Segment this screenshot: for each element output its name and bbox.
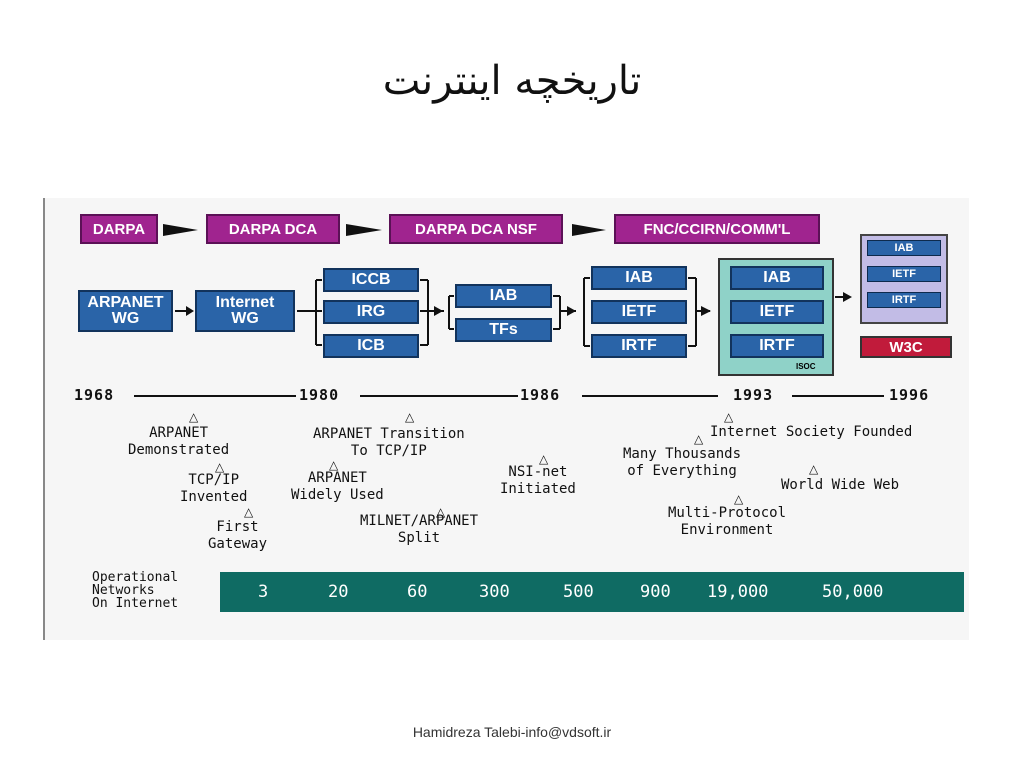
networks-value: 500 bbox=[563, 582, 594, 602]
networks-bar: 3 20 60 300 500 900 19,000 50,000 bbox=[220, 572, 964, 612]
delta-icon: △ bbox=[215, 460, 225, 474]
top-box-fnc: FNC/CCIRN/COMM'L bbox=[614, 214, 820, 244]
delta-icon: △ bbox=[189, 410, 199, 424]
top-arrow-2 bbox=[346, 224, 382, 236]
top-box-darpa-dca: DARPA DCA bbox=[206, 214, 340, 244]
delta-icon: △ bbox=[724, 410, 734, 424]
year-1986: 1986 bbox=[520, 386, 561, 404]
networks-value: 50,000 bbox=[822, 582, 884, 602]
event-first-gateway: First Gateway bbox=[208, 519, 268, 552]
top-box-darpa: DARPA bbox=[80, 214, 158, 244]
networks-value: 900 bbox=[640, 582, 671, 602]
delta-icon: △ bbox=[244, 505, 254, 519]
event-isoc-founded: Internet Society Founded bbox=[710, 424, 913, 440]
event-milnet-split: MILNET/ARPANET Split bbox=[360, 513, 479, 546]
box-internet-wg: Internet WG bbox=[195, 290, 295, 332]
isoc-label: ISOC bbox=[796, 362, 816, 371]
event-nsi-net: NSI-net Initiated bbox=[500, 464, 576, 497]
box-irtf-1996: IRTF bbox=[867, 292, 941, 308]
year-1980: 1980 bbox=[299, 386, 340, 404]
year-1993: 1993 bbox=[733, 386, 774, 404]
box-ietf-1990: IETF bbox=[591, 300, 687, 324]
delta-icon: △ bbox=[436, 505, 446, 519]
event-tcpip-invented: TCP/IP Invented bbox=[180, 472, 248, 505]
event-multi-protocol: Multi-Protocol Environment bbox=[668, 505, 787, 538]
box-ietf-isoc: IETF bbox=[730, 300, 824, 324]
event-www: World Wide Web bbox=[781, 477, 900, 493]
networks-value: 19,000 bbox=[707, 582, 769, 602]
networks-value: 20 bbox=[328, 582, 349, 602]
box-icb: ICB bbox=[323, 334, 419, 358]
delta-icon: △ bbox=[809, 462, 819, 476]
box-ietf-1996: IETF bbox=[867, 266, 941, 282]
box-iab-isoc: IAB bbox=[730, 266, 824, 290]
delta-icon: △ bbox=[694, 432, 704, 446]
year-1996: 1996 bbox=[889, 386, 930, 404]
event-arpanet-transition: ARPANET Transition To TCP/IP bbox=[313, 426, 465, 459]
slide-footer: Hamidreza Talebi-info@vdsoft.ir bbox=[412, 724, 612, 740]
box-iab-1990: IAB bbox=[591, 266, 687, 290]
box-w3c: W3C bbox=[860, 336, 952, 358]
box-arpanet-wg: ARPANET WG bbox=[78, 290, 173, 332]
box-irtf-isoc: IRTF bbox=[730, 334, 824, 358]
delta-icon: △ bbox=[539, 452, 549, 466]
top-arrow-1 bbox=[163, 224, 198, 236]
networks-value: 60 bbox=[407, 582, 428, 602]
box-iab-1996: IAB bbox=[867, 240, 941, 256]
box-tfs: TFs bbox=[455, 318, 552, 342]
event-arpanet-widely-used: ARPANET Widely Used bbox=[291, 470, 384, 503]
top-arrow-3 bbox=[572, 224, 606, 236]
delta-icon: △ bbox=[329, 458, 339, 472]
delta-icon: △ bbox=[734, 492, 744, 506]
delta-icon: △ bbox=[405, 410, 415, 424]
networks-value: 3 bbox=[258, 582, 269, 602]
networks-value: 300 bbox=[479, 582, 510, 602]
box-irg: IRG bbox=[323, 300, 419, 324]
box-iab-1986: IAB bbox=[455, 284, 552, 308]
box-irtf-1990: IRTF bbox=[591, 334, 687, 358]
event-many-thousands: Many Thousands of Everything bbox=[623, 446, 742, 479]
networks-label: Operational Networks On Internet bbox=[92, 570, 179, 611]
event-arpanet-demonstrated: ARPANET Demonstrated bbox=[128, 425, 230, 458]
slide-title: تاریخچه اینترنت bbox=[382, 58, 642, 104]
year-1968: 1968 bbox=[74, 386, 115, 404]
box-iccb: ICCB bbox=[323, 268, 419, 292]
top-box-darpa-dca-nsf: DARPA DCA NSF bbox=[389, 214, 563, 244]
